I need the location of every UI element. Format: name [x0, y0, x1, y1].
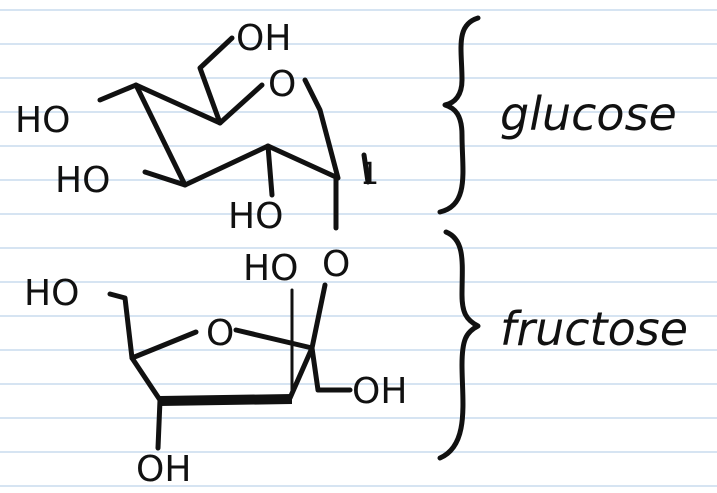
- glucose-c4-oh-bond: [97, 82, 139, 103]
- glucose-c3-oh-bond: [142, 169, 188, 188]
- fructose-right-oh-label: OH: [352, 371, 407, 412]
- glucose-c3-ho-label: HO: [55, 160, 110, 201]
- fructose-bold-front-bond: [160, 394, 292, 406]
- ruled-lines: [0, 9, 717, 487]
- glucose-c2-ho-label: HO: [228, 196, 283, 237]
- fructose-bottom-oh-label: OH: [136, 449, 191, 490]
- glucose-ring-o-label: O: [268, 64, 296, 105]
- glucose-ring-bonds: [133, 77, 341, 188]
- glucose-anomeric-tick: [361, 152, 371, 185]
- fructose-label: fructose: [500, 302, 688, 356]
- glucose-c4-ho-label: HO: [15, 100, 70, 141]
- glucose-ch2oh-oh-label: OH: [236, 18, 291, 59]
- fructose-c5-ch2oh-bond: [107, 291, 135, 361]
- fructose-ch2oh-ho-label: HO: [24, 273, 79, 314]
- fructose-top-ho-label: HO: [243, 248, 298, 289]
- fructose-anomeric-bridge-bond: [309, 282, 328, 351]
- fructose-ring-o-label: O: [206, 313, 234, 354]
- glucose-brace: [437, 15, 481, 215]
- glycosidic-bridge-o-label: O: [322, 244, 350, 285]
- anomeric-carbon-number: 1: [360, 157, 379, 192]
- fructose-brace: [437, 229, 481, 461]
- fructose-ch2oh-bond: [309, 345, 353, 393]
- glucose-c2-oh-bond: [265, 143, 275, 198]
- glucose-ring: [97, 35, 371, 231]
- fructose-ring: [107, 282, 353, 451]
- glucose-ch2oh-bond: [197, 35, 235, 126]
- glucose-label: glucose: [500, 87, 677, 141]
- fructose-c3-oh-bond: [155, 397, 163, 451]
